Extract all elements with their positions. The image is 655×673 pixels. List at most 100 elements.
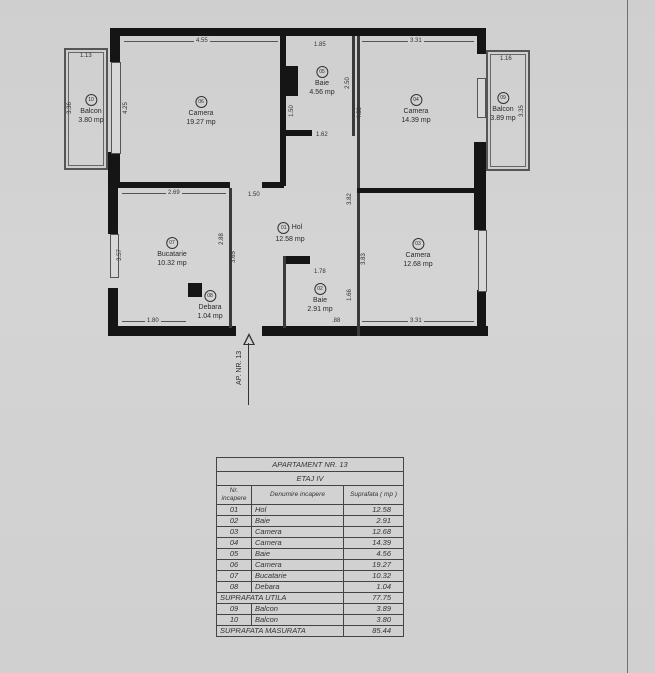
room-number-badge: 02 xyxy=(313,283,326,295)
room-name: Camera xyxy=(188,110,214,117)
wall-camera04-bottom xyxy=(357,188,477,193)
room-area: 1.04 mp xyxy=(197,313,223,320)
room-name: Bucatarie xyxy=(157,251,187,258)
page-edge-line xyxy=(627,0,628,673)
dim-bucatarie-inner: 2.88 xyxy=(218,233,225,245)
balcony-09 xyxy=(486,50,530,171)
wall-hol-left xyxy=(280,36,286,186)
wall-top xyxy=(110,28,486,36)
room-08-label: 08 Debara 1.04 mp xyxy=(197,290,223,321)
measured-area-row: SUPRAFATA MASURATA 85.44 xyxy=(216,625,404,637)
dim-balcon09-height: 3.35 xyxy=(518,105,525,117)
room-area: 2.91 mp xyxy=(307,306,333,313)
wall-baie05-right xyxy=(352,36,355,136)
dim-camera03-height: 3.83 xyxy=(360,253,367,265)
room-name: Camera xyxy=(403,108,429,115)
room-01-label: 01 Hol 12.58 mp xyxy=(275,222,305,244)
window-camera06 xyxy=(111,62,121,154)
table-floor: ETAJ IV xyxy=(216,471,404,486)
room-number-badge: 04 xyxy=(410,94,422,106)
wall-bottom-right xyxy=(262,326,488,336)
row-area: 12.58 xyxy=(343,504,404,516)
dim-balcon09-width: 1.16 xyxy=(500,56,512,62)
area-summary-table: APARTAMENT NR. 13 ETAJ IV Nr. incapere D… xyxy=(216,457,404,637)
dim-hol-width: 1.50 xyxy=(248,192,260,198)
window-camera03 xyxy=(478,230,487,292)
row-area: 4.56 xyxy=(343,548,404,560)
row-nr: 01 xyxy=(216,504,252,516)
table-title: APARTAMENT NR. 13 xyxy=(216,457,404,472)
row-area: 3.80 xyxy=(343,614,404,626)
row-name: Camera xyxy=(251,559,344,571)
dim-balcon10-height: 3.36 xyxy=(66,102,73,114)
wall-camera04-left xyxy=(357,36,360,336)
row-nr: 07 xyxy=(216,570,252,582)
row-area: 3.89 xyxy=(343,603,404,615)
room-name: Balcon xyxy=(80,108,102,115)
dim-bucatarie-height: 3.57 xyxy=(116,249,123,261)
wall-baie05-block xyxy=(286,66,298,96)
dim-camera04-height: 4.38 xyxy=(356,107,363,119)
dim-baie02-door: .88 xyxy=(332,318,341,324)
row-area: 10.32 xyxy=(343,570,404,582)
room-number-badge: 08 xyxy=(203,290,216,302)
dim-hol-height: 3.65 xyxy=(230,251,237,263)
room-number-badge: 10 xyxy=(84,94,97,106)
entrance-arrow-line xyxy=(248,343,249,405)
room-area: 4.56 mp xyxy=(309,89,335,96)
wall-baie02-top xyxy=(286,256,310,264)
room-name: Debara xyxy=(198,304,222,311)
room-04-label: 04 Camera 14.39 mp xyxy=(401,94,431,125)
row-nr: 06 xyxy=(216,559,252,571)
row-area: 2.91 xyxy=(343,515,404,527)
header-name: Denumire incapere xyxy=(251,485,344,505)
row-name: Camera xyxy=(251,537,344,549)
row-name: Bucatarie xyxy=(251,570,344,582)
row-name: Balcon xyxy=(251,603,344,615)
row-nr: 02 xyxy=(216,515,252,527)
wall-hol-top-stub xyxy=(262,182,284,188)
wall-camera06-bottom xyxy=(118,182,230,188)
row-name: Debara xyxy=(251,581,344,593)
room-area: 12.68 mp xyxy=(403,261,433,268)
dim-camera03-width: 3.31 xyxy=(408,318,424,324)
wall-left-mid xyxy=(108,152,120,182)
row-nr: 03 xyxy=(216,526,252,538)
window-camera04 xyxy=(477,78,486,118)
row-area: 12.68 xyxy=(343,526,404,538)
row-area: 14.39 xyxy=(343,537,404,549)
room-name: Balcon xyxy=(492,106,514,113)
room-09-label: 09 Balcon 3.89 mp xyxy=(490,92,516,123)
room-03-label: 03 Camera 12.68 mp xyxy=(403,238,433,269)
useful-area-row: SUPRAFATA UTILA 77.75 xyxy=(216,592,404,604)
row-nr: 10 xyxy=(216,614,252,626)
balcony-10 xyxy=(64,48,108,170)
header-nr: Nr. incapere xyxy=(216,485,252,505)
dim-baie05-side: 1.50 xyxy=(288,105,295,117)
row-nr: 08 xyxy=(216,581,252,593)
room-07-label: 07 Bucatarie 10.32 mp xyxy=(157,237,187,268)
room-number-badge: 07 xyxy=(165,237,178,249)
room-name: Baie xyxy=(314,80,330,87)
room-02-label: 02 Baie 2.91 mp xyxy=(307,283,333,314)
room-number-badge: 01 xyxy=(277,222,290,234)
row-name: Baie xyxy=(251,515,344,527)
row-area: 1.04 xyxy=(343,581,404,593)
wall-debara-corner xyxy=(188,283,202,297)
room-area: 12.58 mp xyxy=(275,236,305,243)
wall-left-upper xyxy=(110,28,120,62)
dim-bucatarie-width: 2.69 xyxy=(166,190,182,196)
room-name: Camera xyxy=(405,252,431,259)
entrance-arrow-icon xyxy=(243,333,255,345)
row-nr: 04 xyxy=(216,537,252,549)
room-number-badge: 05 xyxy=(315,66,328,78)
room-06-label: 06 Camera 19.27 mp xyxy=(186,96,216,127)
row-name: Hol xyxy=(251,504,344,516)
room-area: 3.89 mp xyxy=(490,115,516,122)
